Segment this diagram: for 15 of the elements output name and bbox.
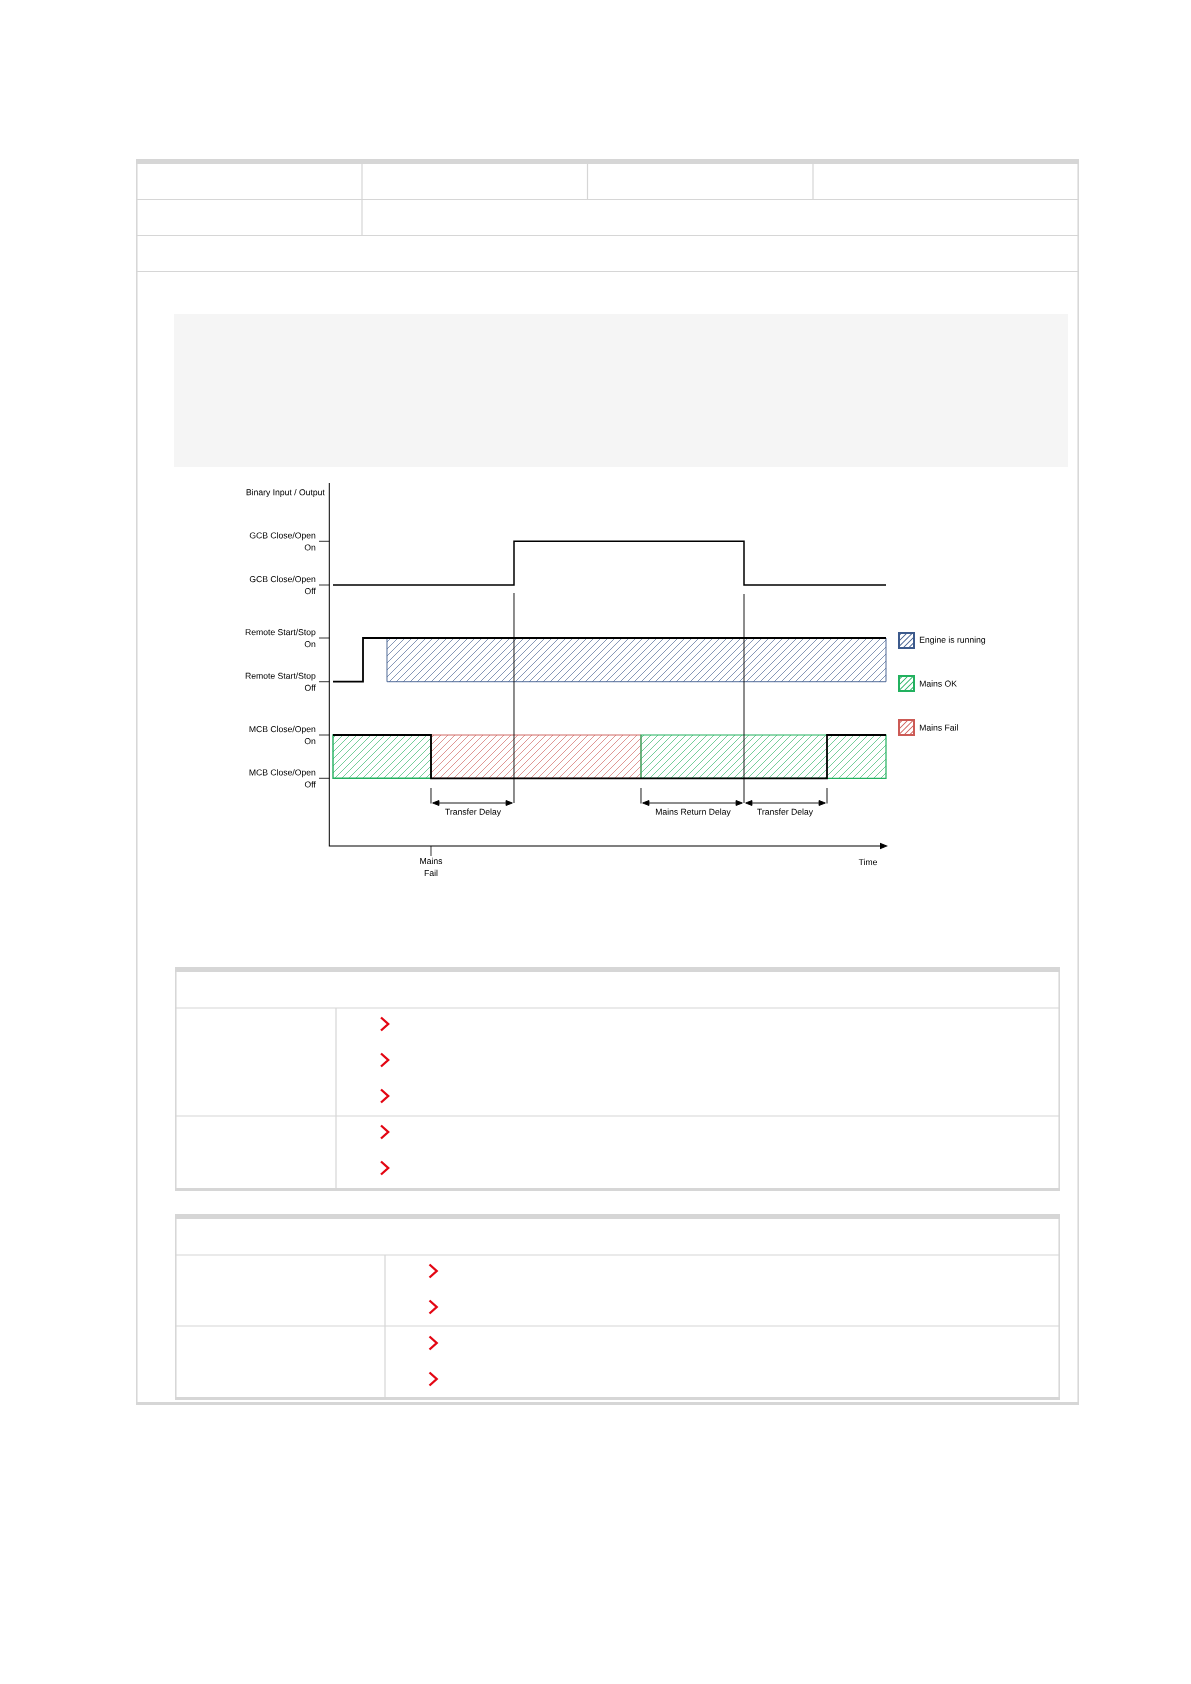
dimension-label: Mains Return Delay	[655, 808, 731, 817]
dimension-label: Transfer Delay	[445, 808, 501, 817]
event-label: Mains Fail	[420, 857, 443, 876]
legend-label: Mains Fail	[919, 724, 958, 731]
axis-label: Binary Input / Output	[246, 489, 325, 497]
signal-label: GCB Close/Open On	[249, 532, 316, 551]
signal-label: Remote Start/Stop Off	[245, 672, 316, 691]
signal-label: Remote Start/Stop On	[245, 628, 316, 648]
legend-label: Engine is running	[919, 636, 986, 645]
dimension-label: Transfer Delay	[757, 808, 813, 817]
axis-label: Time	[858, 858, 877, 866]
signal-label: GCB Close/Open Off	[249, 575, 316, 595]
signal-label: MCB Close/Open On	[249, 725, 316, 745]
legend-label: Mains OK	[919, 680, 957, 687]
signal-label: MCB Close/Open Off	[249, 769, 316, 788]
